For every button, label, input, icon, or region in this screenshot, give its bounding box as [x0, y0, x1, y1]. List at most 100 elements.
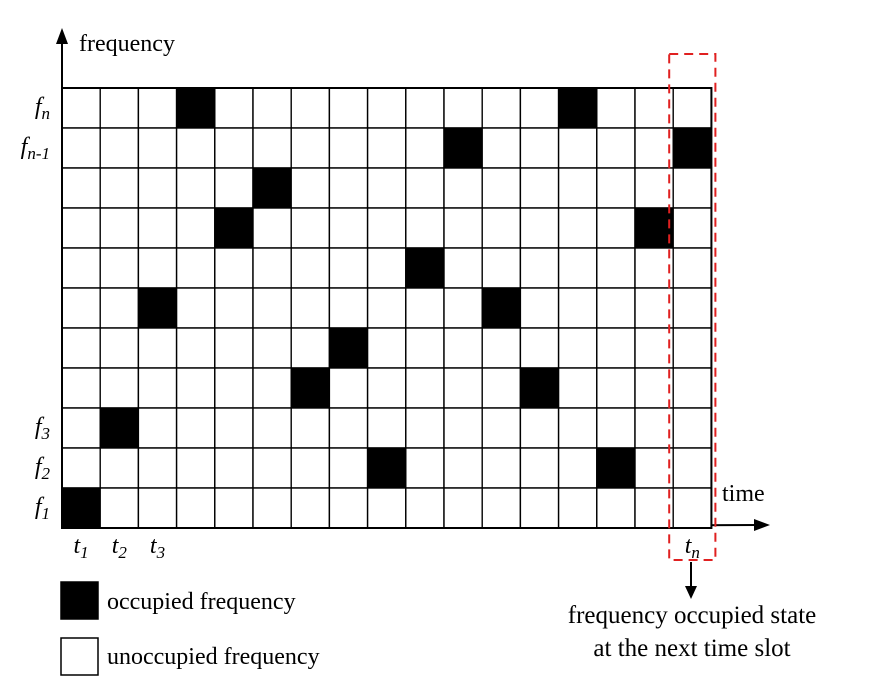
- time-label: t3: [150, 533, 165, 562]
- unoccupied-cell: [634, 287, 674, 329]
- unoccupied-cell: [137, 247, 178, 289]
- unoccupied-cell: [596, 487, 636, 529]
- occupied-cell: [366, 447, 407, 489]
- occupied-cell: [290, 367, 331, 409]
- unoccupied-cell: [137, 327, 178, 369]
- occupied-cell: [557, 87, 598, 129]
- unoccupied-cell: [366, 287, 407, 329]
- unoccupied-cell: [137, 407, 178, 449]
- occupied-cell: [328, 327, 369, 369]
- unoccupied-cell: [137, 487, 178, 529]
- occupied-cell: [61, 487, 101, 529]
- unoccupied-cell: [519, 327, 560, 369]
- unoccupied-cell: [61, 127, 101, 169]
- time-label: t1: [74, 533, 89, 562]
- unoccupied-cell: [99, 127, 140, 169]
- unoccupied-cell: [252, 367, 292, 409]
- occupied-cell: [481, 287, 522, 329]
- unoccupied-cell: [634, 447, 674, 489]
- unoccupied-cell: [175, 487, 216, 529]
- unoccupied-cell: [481, 87, 522, 129]
- unoccupied-cell: [481, 127, 522, 169]
- unoccupied-cell: [672, 327, 713, 369]
- unoccupied-cell: [137, 447, 178, 489]
- legend-occupied-swatch: [60, 581, 99, 620]
- unoccupied-cell: [252, 207, 292, 249]
- unoccupied-cell: [596, 367, 636, 409]
- unoccupied-cell: [61, 207, 101, 249]
- unoccupied-cell: [328, 167, 369, 209]
- unoccupied-cell: [443, 87, 483, 129]
- unoccupied-cell: [405, 87, 445, 129]
- unoccupied-cell: [61, 287, 101, 329]
- time-label: tn: [685, 533, 700, 562]
- frequency-grid: [61, 87, 713, 529]
- unoccupied-cell: [672, 207, 713, 249]
- unoccupied-cell: [672, 447, 713, 489]
- unoccupied-cell: [252, 247, 292, 289]
- unoccupied-cell: [214, 407, 254, 449]
- unoccupied-cell: [328, 447, 369, 489]
- unoccupied-cell: [99, 247, 140, 289]
- unoccupied-cell: [481, 367, 522, 409]
- unoccupied-cell: [596, 207, 636, 249]
- legend-occupied-label: occupied frequency: [107, 589, 296, 615]
- unoccupied-cell: [290, 207, 331, 249]
- unoccupied-cell: [214, 367, 254, 409]
- unoccupied-cell: [366, 327, 407, 369]
- unoccupied-cell: [672, 287, 713, 329]
- unoccupied-cell: [137, 167, 178, 209]
- unoccupied-cell: [61, 327, 101, 369]
- unoccupied-cell: [175, 447, 216, 489]
- unoccupied-cell: [137, 87, 178, 129]
- unoccupied-cell: [672, 87, 713, 129]
- unoccupied-cell: [519, 167, 560, 209]
- unoccupied-cell: [557, 327, 598, 369]
- unoccupied-cell: [443, 167, 483, 209]
- unoccupied-cell: [481, 407, 522, 449]
- unoccupied-cell: [252, 87, 292, 129]
- unoccupied-cell: [672, 167, 713, 209]
- unoccupied-cell: [596, 167, 636, 209]
- occupied-cell: [175, 87, 216, 129]
- occupied-cell: [99, 407, 140, 449]
- unoccupied-cell: [519, 447, 560, 489]
- unoccupied-cell: [175, 407, 216, 449]
- unoccupied-cell: [634, 487, 674, 529]
- unoccupied-cell: [634, 367, 674, 409]
- unoccupied-cell: [328, 127, 369, 169]
- unoccupied-cell: [252, 407, 292, 449]
- unoccupied-cell: [328, 367, 369, 409]
- unoccupied-cell: [596, 87, 636, 129]
- unoccupied-cell: [99, 487, 140, 529]
- unoccupied-cell: [61, 367, 101, 409]
- unoccupied-cell: [596, 247, 636, 289]
- unoccupied-cell: [99, 87, 140, 129]
- unoccupied-cell: [214, 87, 254, 129]
- unoccupied-cell: [214, 247, 254, 289]
- unoccupied-cell: [175, 167, 216, 209]
- unoccupied-cell: [557, 447, 598, 489]
- unoccupied-cell: [443, 287, 483, 329]
- annotation-line-2: at the next time slot: [593, 635, 790, 662]
- unoccupied-cell: [61, 167, 101, 209]
- unoccupied-cell: [481, 247, 522, 289]
- unoccupied-cell: [290, 127, 331, 169]
- x-axis-label: time: [722, 481, 765, 507]
- unoccupied-cell: [366, 487, 407, 529]
- unoccupied-cell: [481, 487, 522, 529]
- unoccupied-cell: [175, 247, 216, 289]
- unoccupied-cell: [443, 367, 483, 409]
- unoccupied-cell: [557, 207, 598, 249]
- occupied-cell: [596, 447, 636, 489]
- unoccupied-cell: [328, 407, 369, 449]
- unoccupied-cell: [672, 247, 713, 289]
- occupied-cell: [214, 207, 254, 249]
- unoccupied-cell: [405, 407, 445, 449]
- unoccupied-cell: [290, 447, 331, 489]
- unoccupied-cell: [366, 247, 407, 289]
- unoccupied-cell: [481, 447, 522, 489]
- unoccupied-cell: [519, 87, 560, 129]
